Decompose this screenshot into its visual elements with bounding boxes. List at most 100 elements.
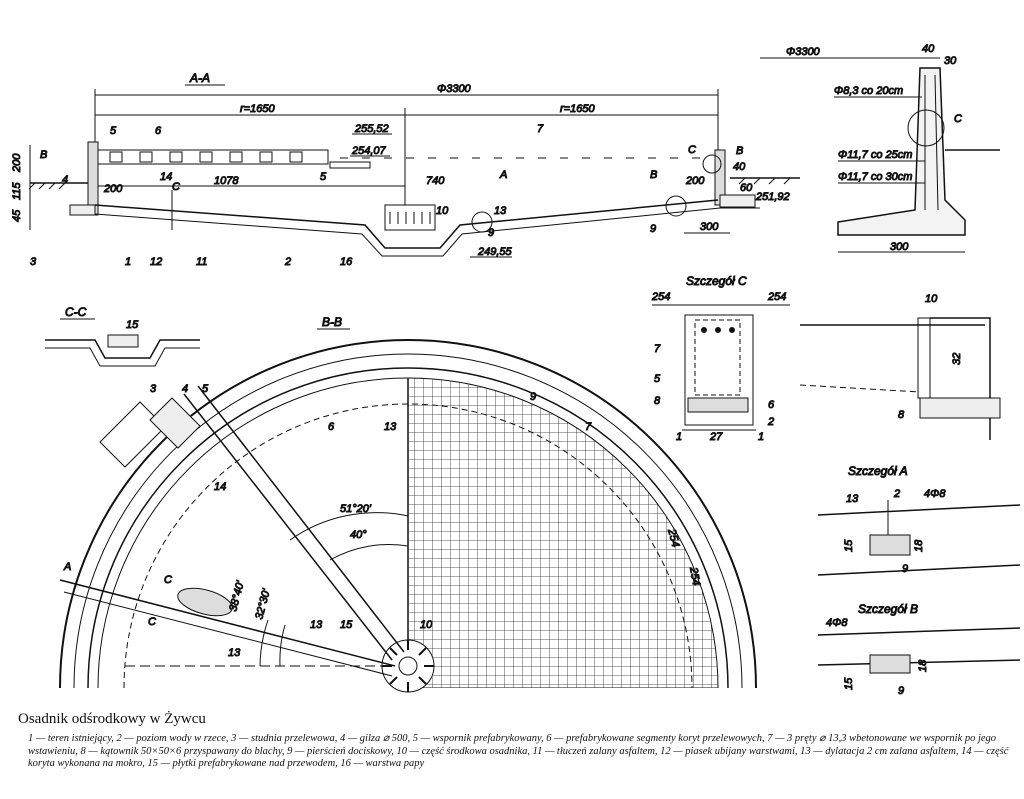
section-cc: C-C 15 bbox=[45, 305, 200, 367]
section-cc-title: C-C bbox=[65, 305, 87, 319]
dim-2a: 2 bbox=[893, 488, 900, 500]
dim-115: 115 bbox=[11, 182, 23, 200]
label-13-da: 13 bbox=[846, 493, 859, 505]
dim-40b: 40 bbox=[922, 43, 935, 55]
detail-c: Szczegół C 254 254 7 5 8 27 1 1 2 6 bbox=[651, 274, 790, 444]
label-11-aa: 11 bbox=[196, 256, 207, 268]
detail-a-marker bbox=[471, 211, 493, 233]
label-7-aa: 7 bbox=[537, 123, 544, 135]
bar-spacing-3: Φ11,7 co 30cm bbox=[838, 171, 912, 183]
elev-bottom: 249,55 bbox=[477, 246, 513, 258]
label-15-bb: 15 bbox=[340, 619, 353, 631]
label-9-bb: 9 bbox=[530, 391, 536, 403]
dim-15a: 15 bbox=[843, 539, 855, 552]
detail-a-title: Szczegół A bbox=[848, 464, 908, 478]
marker-a-bb: A bbox=[63, 561, 71, 573]
detail-b: Szczegół B 4Φ8 15 18 9 bbox=[817, 602, 1021, 698]
section-bb: B-B bbox=[59, 315, 757, 693]
dim-r-left: r=1650 bbox=[240, 103, 275, 115]
label-13-aa: 13 bbox=[494, 205, 507, 217]
angle-51-20: 51°20' bbox=[340, 503, 372, 515]
marker-c: C bbox=[688, 144, 696, 156]
dim-phi-main: Φ3300 bbox=[437, 83, 472, 95]
label-9-aa: 9 bbox=[488, 227, 494, 239]
label-7-bb: 7 bbox=[585, 421, 592, 433]
label-1-aa: 1 bbox=[125, 256, 131, 268]
label-5-dc: 5 bbox=[654, 373, 661, 385]
marker-b-left: B bbox=[40, 149, 47, 161]
marker-c2-bb: C bbox=[148, 616, 156, 628]
elev-ground: 251,92 bbox=[755, 191, 790, 203]
bars-a: 4Φ8 bbox=[924, 488, 946, 500]
bar-spacing-2: Φ11,7 co 25cm bbox=[838, 149, 912, 161]
dim-2: 2 bbox=[767, 416, 774, 428]
elev-top: 255,52 bbox=[354, 123, 389, 135]
dim-300b: 300 bbox=[890, 241, 909, 253]
detail-b-title: Szczegół B bbox=[858, 602, 918, 616]
label-10-aa: 10 bbox=[436, 205, 449, 217]
wall-section: Φ3300 40 30 C Φ8,3 co 20cm Φ11,7 co 25cm… bbox=[760, 43, 1000, 254]
label-8-db: 8 bbox=[898, 409, 905, 421]
dim-30: 30 bbox=[944, 55, 957, 67]
dim-15b: 15 bbox=[843, 677, 855, 690]
marker-b-aa: B bbox=[650, 169, 657, 181]
dim-27: 27 bbox=[709, 431, 723, 443]
label-7-dc: 7 bbox=[654, 343, 661, 355]
caption-title: Osadnik odśrodkowy w Żywcu bbox=[18, 711, 206, 727]
label-10-bb: 10 bbox=[420, 619, 433, 631]
dim-6: 6 bbox=[768, 399, 775, 411]
label-9-db: 9 bbox=[898, 685, 904, 697]
label-12-aa: 12 bbox=[150, 256, 162, 268]
label-6-aa: 6 bbox=[155, 125, 162, 137]
caption-legend: 1 — teren istniejący, 2 — poziom wody w … bbox=[28, 733, 1009, 769]
label-2-aa: 2 bbox=[284, 256, 291, 268]
detail-b-marker bbox=[665, 195, 687, 217]
marker-b-right: B bbox=[736, 145, 743, 157]
angle-38-40: 38°40' bbox=[227, 579, 247, 613]
marker-c1-bb: C bbox=[164, 574, 172, 586]
label-9-da: 9 bbox=[902, 563, 908, 575]
label-14-bb: 14 bbox=[214, 481, 226, 493]
elev-weir: 254,07 bbox=[351, 145, 387, 157]
angle-32-30: 32°30' bbox=[253, 587, 273, 621]
marker-c-aa: C bbox=[172, 181, 180, 193]
label-13b-bb: 13 bbox=[310, 619, 323, 631]
label-16-aa: 16 bbox=[340, 256, 353, 268]
bars-b: 4Φ8 bbox=[826, 617, 848, 629]
dim-phi-wall: Φ3300 bbox=[786, 46, 821, 58]
dim-45: 45 bbox=[11, 209, 23, 222]
dim-254d: 254 bbox=[687, 565, 702, 586]
dim-18a: 18 bbox=[913, 539, 925, 552]
detail-c-circle bbox=[907, 109, 945, 147]
marker-c-wall: C bbox=[954, 113, 962, 125]
section-bb-title: B-B bbox=[322, 315, 342, 329]
dim-254a: 254 bbox=[651, 291, 670, 303]
detail-c-title: Szczegół C bbox=[686, 274, 747, 288]
label-5-aa: 5 bbox=[110, 125, 117, 137]
dim-200a: 200 bbox=[11, 153, 23, 173]
dim-254b: 254 bbox=[767, 291, 786, 303]
label-4-bb: 4 bbox=[182, 383, 188, 395]
label-13c-bb: 13 bbox=[228, 647, 241, 659]
dim-10: 10 bbox=[925, 293, 938, 305]
dim-40a: 40 bbox=[733, 161, 746, 173]
dim-300a: 300 bbox=[700, 221, 719, 233]
dim-200b: 200 bbox=[103, 183, 123, 195]
dim-1b: 1 bbox=[758, 431, 764, 443]
label-9b-aa: 9 bbox=[650, 223, 656, 235]
label-14-aa: 14 bbox=[160, 171, 172, 183]
detail-bracket: 10 32 8 bbox=[799, 293, 1001, 440]
label-3-bb: 3 bbox=[150, 383, 157, 395]
label-15-cc: 15 bbox=[126, 319, 139, 331]
bar-spacing-1: Φ8,3 co 20cm bbox=[834, 85, 903, 97]
dim-r-right: r=1650 bbox=[560, 103, 595, 115]
section-aa: A-A Φ3300 r=1650 r=1650 bbox=[11, 71, 800, 269]
label-8-dc: 8 bbox=[654, 395, 661, 407]
label-13-bb: 13 bbox=[384, 421, 397, 433]
dim-1a: 1 bbox=[676, 431, 682, 443]
label-3-aa: 3 bbox=[30, 256, 37, 268]
dim-740: 740 bbox=[426, 175, 445, 187]
dim-254c: 254 bbox=[665, 527, 682, 549]
marker-a-aa: A bbox=[499, 169, 507, 181]
detail-a: Szczegół A 13 2 4Φ8 15 18 9 bbox=[817, 464, 1021, 576]
